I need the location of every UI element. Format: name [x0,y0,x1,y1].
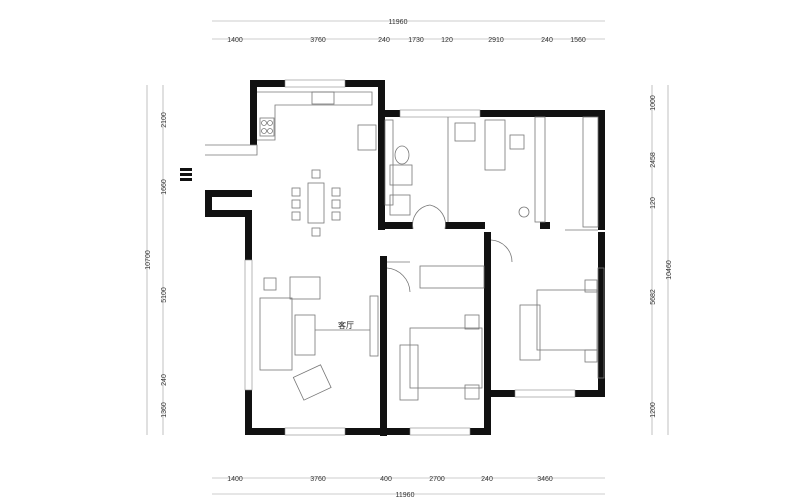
study-furniture [454,116,599,231]
dim-label: 240 [541,37,553,44]
window [284,427,346,436]
bottom-total: 11960 [396,492,415,499]
dim-label: 1400 [227,37,243,44]
dim-label: 5100 [161,287,168,303]
dim-label: 400 [380,476,392,483]
dim-label: 2700 [429,476,445,483]
left-total: 10700 [145,250,152,270]
dim-label: 5682 [650,289,657,305]
dim-label: 1360 [161,402,168,418]
doors [387,204,446,263]
dim-label: 120 [441,37,453,44]
entrance-arrow-icon [180,168,192,181]
bottom-dimensions: 1400 3760 400 2700 240 3460 11960 [212,476,605,499]
bedroom-1-furniture [386,265,485,401]
left-dimensions: 10700 2100 1660 5100 240 1360 [145,85,168,435]
dim-label: 2910 [488,37,504,44]
dim-label: 2458 [650,152,657,168]
window [244,259,253,391]
dim-label: 240 [481,476,493,483]
bathroom-fixtures [384,117,449,222]
dim-label: 3760 [310,37,326,44]
dim-label: 240 [378,37,390,44]
window [284,79,346,88]
dim-label: 1560 [570,37,586,44]
dim-label: 3760 [310,476,326,483]
dim-label: 1000 [650,95,657,111]
dim-label: 2100 [161,112,168,128]
dim-label: 1660 [161,179,168,195]
dim-label: 3460 [537,476,553,483]
right-dimensions: 1000 2458 120 5682 1200 10460 [650,85,673,435]
living-room-furniture: 客厅 [259,276,379,401]
kitchen-counter [257,91,377,151]
window [409,427,471,436]
right-total: 10460 [666,260,673,280]
dim-label: 120 [650,197,657,209]
dim-label: 1200 [650,402,657,418]
window [399,109,481,118]
dim-label: 1400 [227,476,243,483]
window [514,389,576,398]
top-total: 11960 [389,19,408,26]
bedroom-2-furniture [490,239,605,379]
dim-label: 1730 [408,37,424,44]
dim-label: 240 [161,374,168,386]
dining-table [291,169,341,237]
room-label-living-room: 客厅 [338,320,354,330]
top-dimensions: 11960 1400 3760 240 1730 120 2910 240 15… [212,19,605,44]
